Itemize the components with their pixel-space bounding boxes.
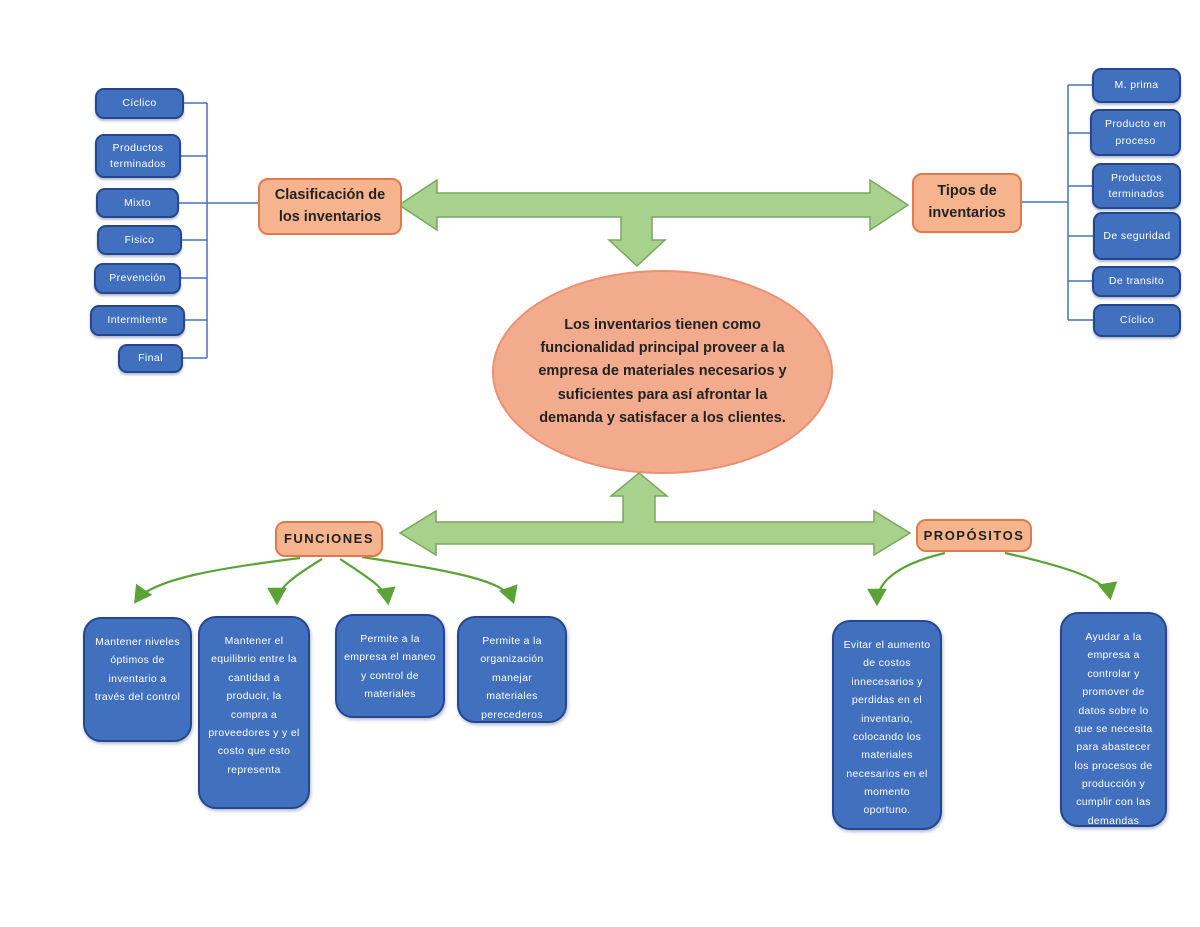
types-item-ciclico: Cíclico bbox=[1093, 304, 1181, 337]
function-card-maneo-control: Permite a la empresa el maneo y control … bbox=[335, 614, 445, 718]
function-card-niveles-optimos: Mantener niveles óptimos de inventario a… bbox=[83, 617, 192, 742]
function-card-materiales-perecederos: Permite a la organización manejar materi… bbox=[457, 616, 567, 723]
classification-item-intermitente: Intermitente bbox=[90, 305, 185, 336]
functions-node: FUNCIONES bbox=[275, 521, 383, 557]
classification-connectors bbox=[179, 102, 258, 359]
central-idea-ellipse: Los inventarios tienen como funcionalida… bbox=[492, 270, 833, 474]
purpose-card-ayudar-empresa: Ayudar a la empresa a controlar y promov… bbox=[1060, 612, 1167, 827]
types-item-productos-terminados: Productos terminados bbox=[1092, 163, 1181, 209]
top-double-arrow bbox=[397, 178, 910, 268]
types-item-de-transito: De transito bbox=[1092, 266, 1181, 297]
types-item-de-seguridad: De seguridad bbox=[1093, 212, 1181, 260]
types-connectors bbox=[1022, 84, 1093, 321]
classification-item-final: Final bbox=[118, 344, 183, 373]
purposes-branch-arrows bbox=[867, 551, 1118, 607]
classification-item-productos-terminados: Productos terminados bbox=[95, 134, 181, 178]
bottom-double-arrow bbox=[398, 472, 912, 557]
classification-item-ciclico: Cíclico bbox=[95, 88, 184, 119]
purposes-node: PROPÓSITOS bbox=[916, 519, 1032, 552]
types-node: Tipos de inventarios bbox=[912, 173, 1022, 233]
functions-branch-arrows bbox=[134, 555, 518, 606]
types-item-producto-en-proceso: Producto en proceso bbox=[1090, 109, 1181, 156]
classification-item-mixto: Mixto bbox=[96, 188, 179, 218]
classification-item-prevencion: Prevención bbox=[94, 263, 181, 294]
types-item-m-prima: M. prima bbox=[1092, 68, 1181, 103]
purpose-card-evitar-costos: Evitar el aumento de costos innecesarios… bbox=[832, 620, 942, 830]
classification-item-fisico: Fisico bbox=[97, 225, 182, 255]
function-card-equilibrio: Mantener el equilibrio entre la cantidad… bbox=[198, 616, 310, 809]
classification-node: Clasificación de los inventarios bbox=[258, 178, 402, 235]
